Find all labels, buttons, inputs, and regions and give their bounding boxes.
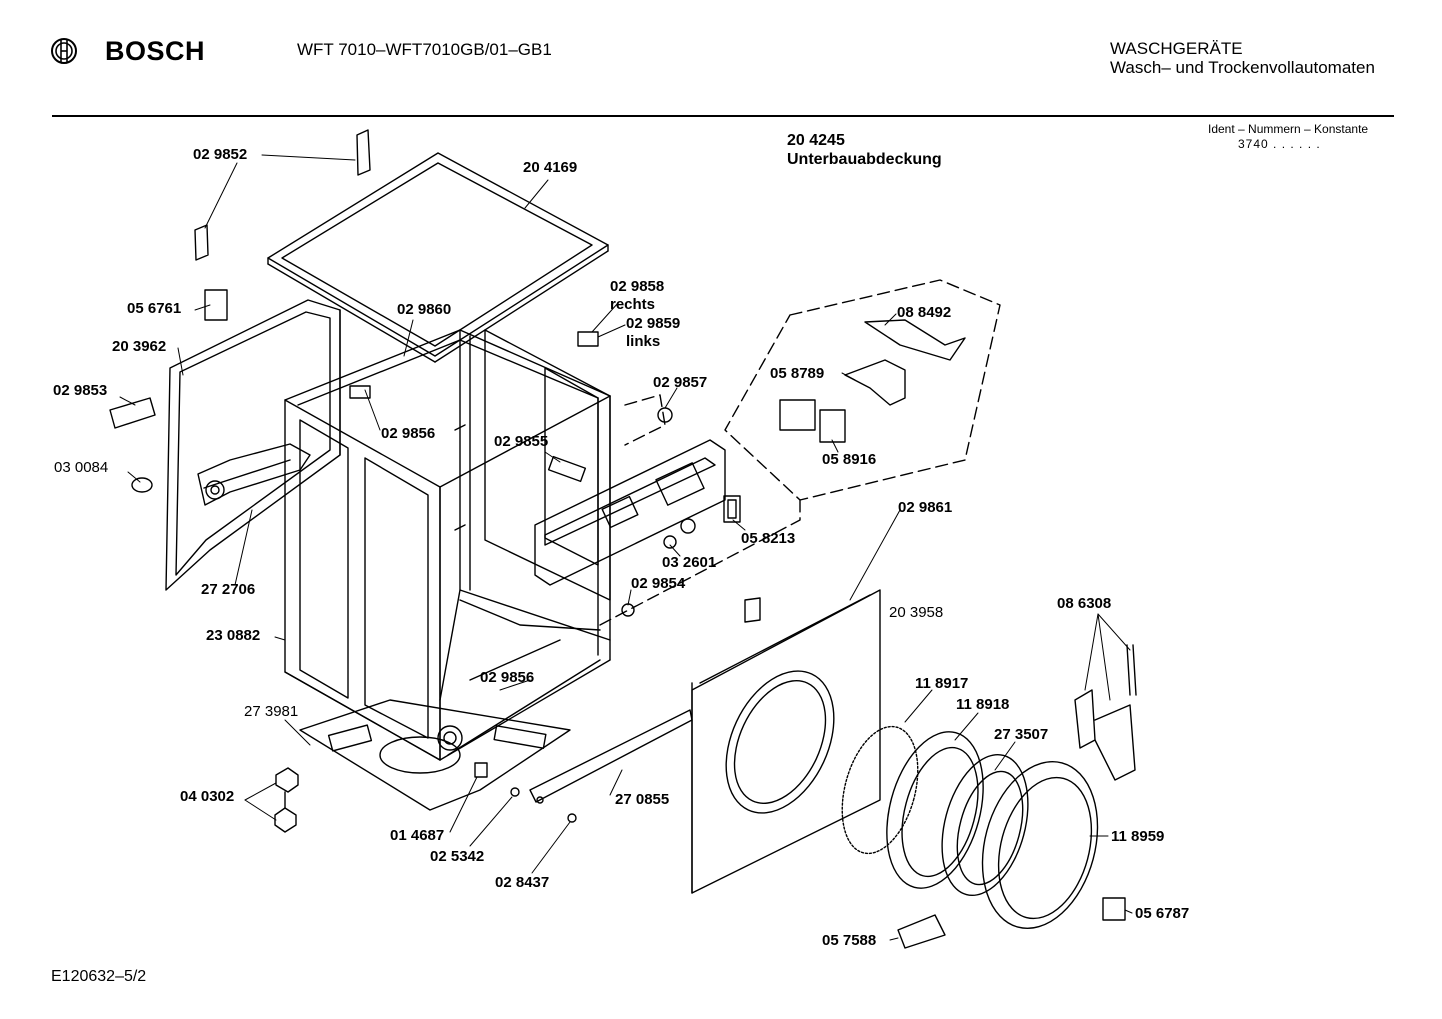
part-label-029859: 02 9859 (626, 315, 681, 332)
part-label-032601: 03 2601 (662, 554, 717, 571)
electrical-unit-boundary (599, 279, 1001, 626)
part-label-028437: 02 8437 (495, 874, 550, 891)
part-label-088492: 08 8492 (897, 304, 952, 321)
part-label-118959: 11 8959 (1111, 828, 1165, 845)
part-label-057588: 05 7588 (822, 932, 877, 949)
rail (529, 709, 693, 804)
part-label-272706: 27 2706 (201, 581, 256, 598)
part-label-056761: 05 6761 (127, 300, 182, 317)
subcategory-title: Wasch– und Trockenvollautomaten (1110, 58, 1375, 77)
header-divider (52, 115, 1394, 117)
hinge (1074, 644, 1137, 781)
part-label-029860: 02 9860 (397, 301, 452, 318)
part-label-029861: 02 9861 (898, 499, 953, 516)
part-label-029853: 02 9853 (53, 382, 108, 399)
part-label-118917: 11 8917 (915, 675, 969, 692)
part-label-030084: 03 0084 (54, 459, 109, 476)
top-cover (267, 152, 609, 363)
ident-code: 3740 . . . . . . (1238, 137, 1321, 151)
electrical-parts (779, 319, 966, 443)
part-label-204169: 20 4169 (523, 159, 578, 176)
part-label-203962: 20 3962 (112, 338, 167, 355)
assembly-number: 20 4245 (787, 132, 845, 149)
part-label-058213: 05 8213 (741, 530, 796, 547)
part-label-056787: 05 6787 (1135, 905, 1190, 922)
door-rings (841, 725, 1099, 930)
assembly-name: Unterbauabdeckung (787, 151, 942, 168)
brand-name: BOSCH (105, 36, 206, 66)
ident-label: Ident – Nummern – Konstante (1208, 122, 1369, 136)
model-title: WFT 7010–WFT7010GB/01–GB1 (297, 40, 552, 59)
category-title: WASCHGERÄTE (1110, 39, 1243, 58)
part-label-029852: 02 9852 (193, 146, 248, 163)
bosch-logo: BOSCH (50, 36, 210, 68)
part-label-029854: 02 9854 (631, 575, 686, 592)
part-label-rechts: rechts (610, 296, 656, 313)
front-door-panel (691, 589, 881, 894)
cabinet (284, 329, 611, 761)
part-label-029857: 02 9857 (653, 374, 708, 391)
document-id: E120632–5/2 (51, 968, 147, 985)
small-parts (109, 129, 1126, 949)
leader-lines (119, 154, 1133, 941)
part-label-029855: 02 9855 (494, 433, 549, 450)
part-label-273981: 27 3981 (244, 703, 299, 720)
base-plate (299, 699, 571, 811)
part-label-029856-bottom: 02 9856 (480, 669, 535, 686)
part-label-058789: 05 8789 (770, 365, 825, 382)
part-label-links: links (626, 333, 661, 350)
bosch-armature-icon (51, 38, 77, 64)
part-label-086308: 08 6308 (1057, 595, 1112, 612)
part-label-025342: 02 5342 (430, 848, 485, 865)
part-label-014687: 01 4687 (390, 827, 445, 844)
part-label-058916: 05 8916 (822, 451, 877, 468)
part-label-270855: 27 0855 (615, 791, 670, 808)
part-label-203958: 20 3958 (889, 604, 944, 621)
part-label-040302: 04 0302 (180, 788, 235, 805)
part-label-118918: 11 8918 (956, 696, 1010, 713)
part-label-029856-top: 02 9856 (381, 425, 436, 442)
control-bracket (534, 439, 726, 586)
part-label-230882: 23 0882 (206, 627, 261, 644)
part-label-273507: 27 3507 (994, 726, 1049, 743)
back-panel (165, 299, 341, 591)
part-label-029858: 02 9858 (610, 278, 665, 295)
